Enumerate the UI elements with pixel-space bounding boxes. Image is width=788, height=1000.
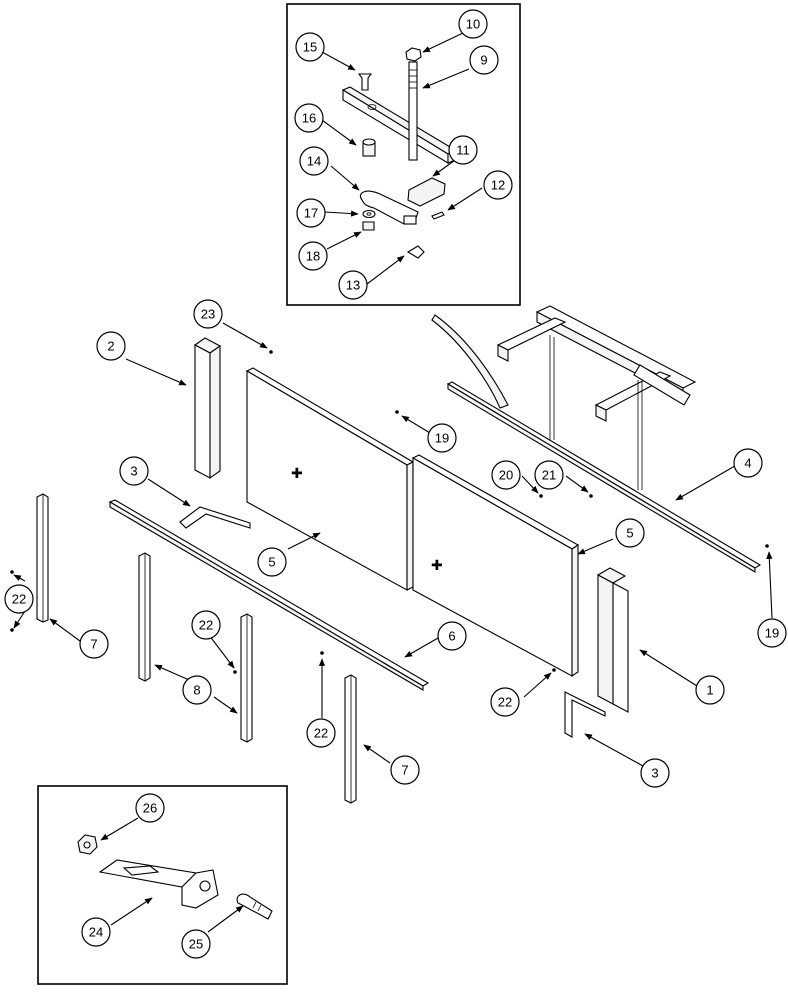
callout-label: 21 [542, 468, 556, 483]
flange-bolt [236, 893, 273, 920]
lock-nut [362, 221, 375, 231]
callout-label: 3 [130, 464, 137, 479]
callout-label: 5 [626, 526, 633, 541]
callout-label: 9 [480, 53, 487, 68]
hook-bracket [98, 859, 219, 909]
callout-22: 22 [4, 584, 34, 614]
angle-bracket-left [179, 506, 251, 529]
latch-bracket [341, 86, 457, 164]
callout-label: 13 [346, 278, 360, 293]
callout-label: 15 [303, 40, 317, 55]
callout-label: 7 [90, 637, 97, 652]
callout-1: 1 [695, 675, 725, 705]
hex-nut [405, 47, 422, 62]
corner-post-right [596, 567, 629, 713]
channel-post-right [344, 674, 357, 804]
callout-3: 3 [119, 456, 149, 486]
side-panel-right: ✚ [411, 454, 580, 678]
callout-22: 22 [191, 610, 221, 640]
curved-strap [431, 314, 509, 409]
latch-handle [407, 177, 446, 207]
callout-22: 22 [490, 687, 520, 717]
callout-4: 4 [733, 448, 763, 478]
callout-21: 21 [534, 460, 564, 490]
callout-label: 19 [765, 626, 779, 641]
callout-15: 15 [295, 32, 325, 62]
callout-10: 10 [458, 9, 488, 39]
screw [357, 73, 373, 91]
callout-5: 5 [615, 518, 645, 548]
callout-26: 26 [135, 793, 165, 823]
callout-label: 16 [302, 111, 316, 126]
callout-label: 22 [498, 695, 512, 710]
callout-label: 22 [12, 592, 26, 607]
callout-label: 12 [491, 178, 505, 193]
callout-label: 10 [466, 17, 480, 32]
callout-label: 1 [706, 683, 713, 698]
clip [406, 245, 425, 259]
callout-20: 20 [491, 460, 521, 490]
callout-label: 26 [143, 801, 157, 816]
washer [362, 209, 376, 219]
svg-text:✚: ✚ [291, 466, 303, 482]
callout-7: 7 [79, 629, 109, 659]
callout-19: 19 [427, 423, 457, 453]
callout-label: 8 [193, 683, 200, 698]
callout-5: 5 [257, 547, 287, 577]
callout-14: 14 [299, 146, 329, 176]
callout-label: 4 [744, 456, 751, 471]
callout-19: 19 [757, 618, 787, 648]
callout-label: 22 [199, 618, 213, 633]
bushing [362, 138, 376, 157]
callout-6: 6 [437, 621, 467, 651]
corner-post-left [193, 337, 222, 480]
flange-nut [77, 834, 98, 855]
latch-detail-inset [286, 3, 521, 306]
callout-18: 18 [298, 241, 328, 271]
callout-label: 7 [401, 763, 408, 778]
latch-bolt [408, 61, 418, 161]
angle-bracket-right [564, 691, 606, 738]
callout-17: 17 [296, 198, 326, 228]
callout-label: 19 [435, 431, 449, 446]
callout-label: 5 [268, 555, 275, 570]
callout-23: 23 [193, 299, 223, 329]
callout-25: 25 [181, 929, 211, 959]
callout-label: 23 [201, 307, 215, 322]
callout-label: 3 [651, 766, 658, 781]
callout-label: 20 [499, 468, 513, 483]
callout-22: 22 [306, 718, 336, 748]
callout-16: 16 [294, 103, 324, 133]
callout-12: 12 [483, 170, 513, 200]
callout-9: 9 [469, 45, 499, 75]
callout-24: 24 [81, 917, 111, 947]
callout-8: 8 [182, 675, 212, 705]
pin [431, 211, 445, 220]
callout-label: 17 [304, 206, 318, 221]
callout-label: 18 [306, 249, 320, 264]
callout-label: 25 [189, 937, 203, 952]
callout-7: 7 [390, 755, 420, 785]
callout-2: 2 [96, 331, 126, 361]
callout-label: 2 [107, 339, 114, 354]
svg-text:✚: ✚ [431, 558, 443, 574]
callout-label: 24 [89, 925, 103, 940]
callout-label: 22 [314, 726, 328, 741]
channel-post-center [240, 613, 253, 743]
hook-detail-inset [37, 785, 288, 985]
callout-label: 11 [456, 143, 470, 158]
callout-label: 6 [448, 629, 455, 644]
channel-post-left [36, 493, 49, 623]
callout-3: 3 [640, 758, 670, 788]
callout-13: 13 [338, 270, 368, 300]
leader-lines [13, 32, 773, 933]
channel-post-center-left [138, 552, 151, 682]
callout-11: 11 [448, 135, 478, 165]
callout-label: 14 [307, 154, 321, 169]
support-frame [496, 305, 697, 490]
